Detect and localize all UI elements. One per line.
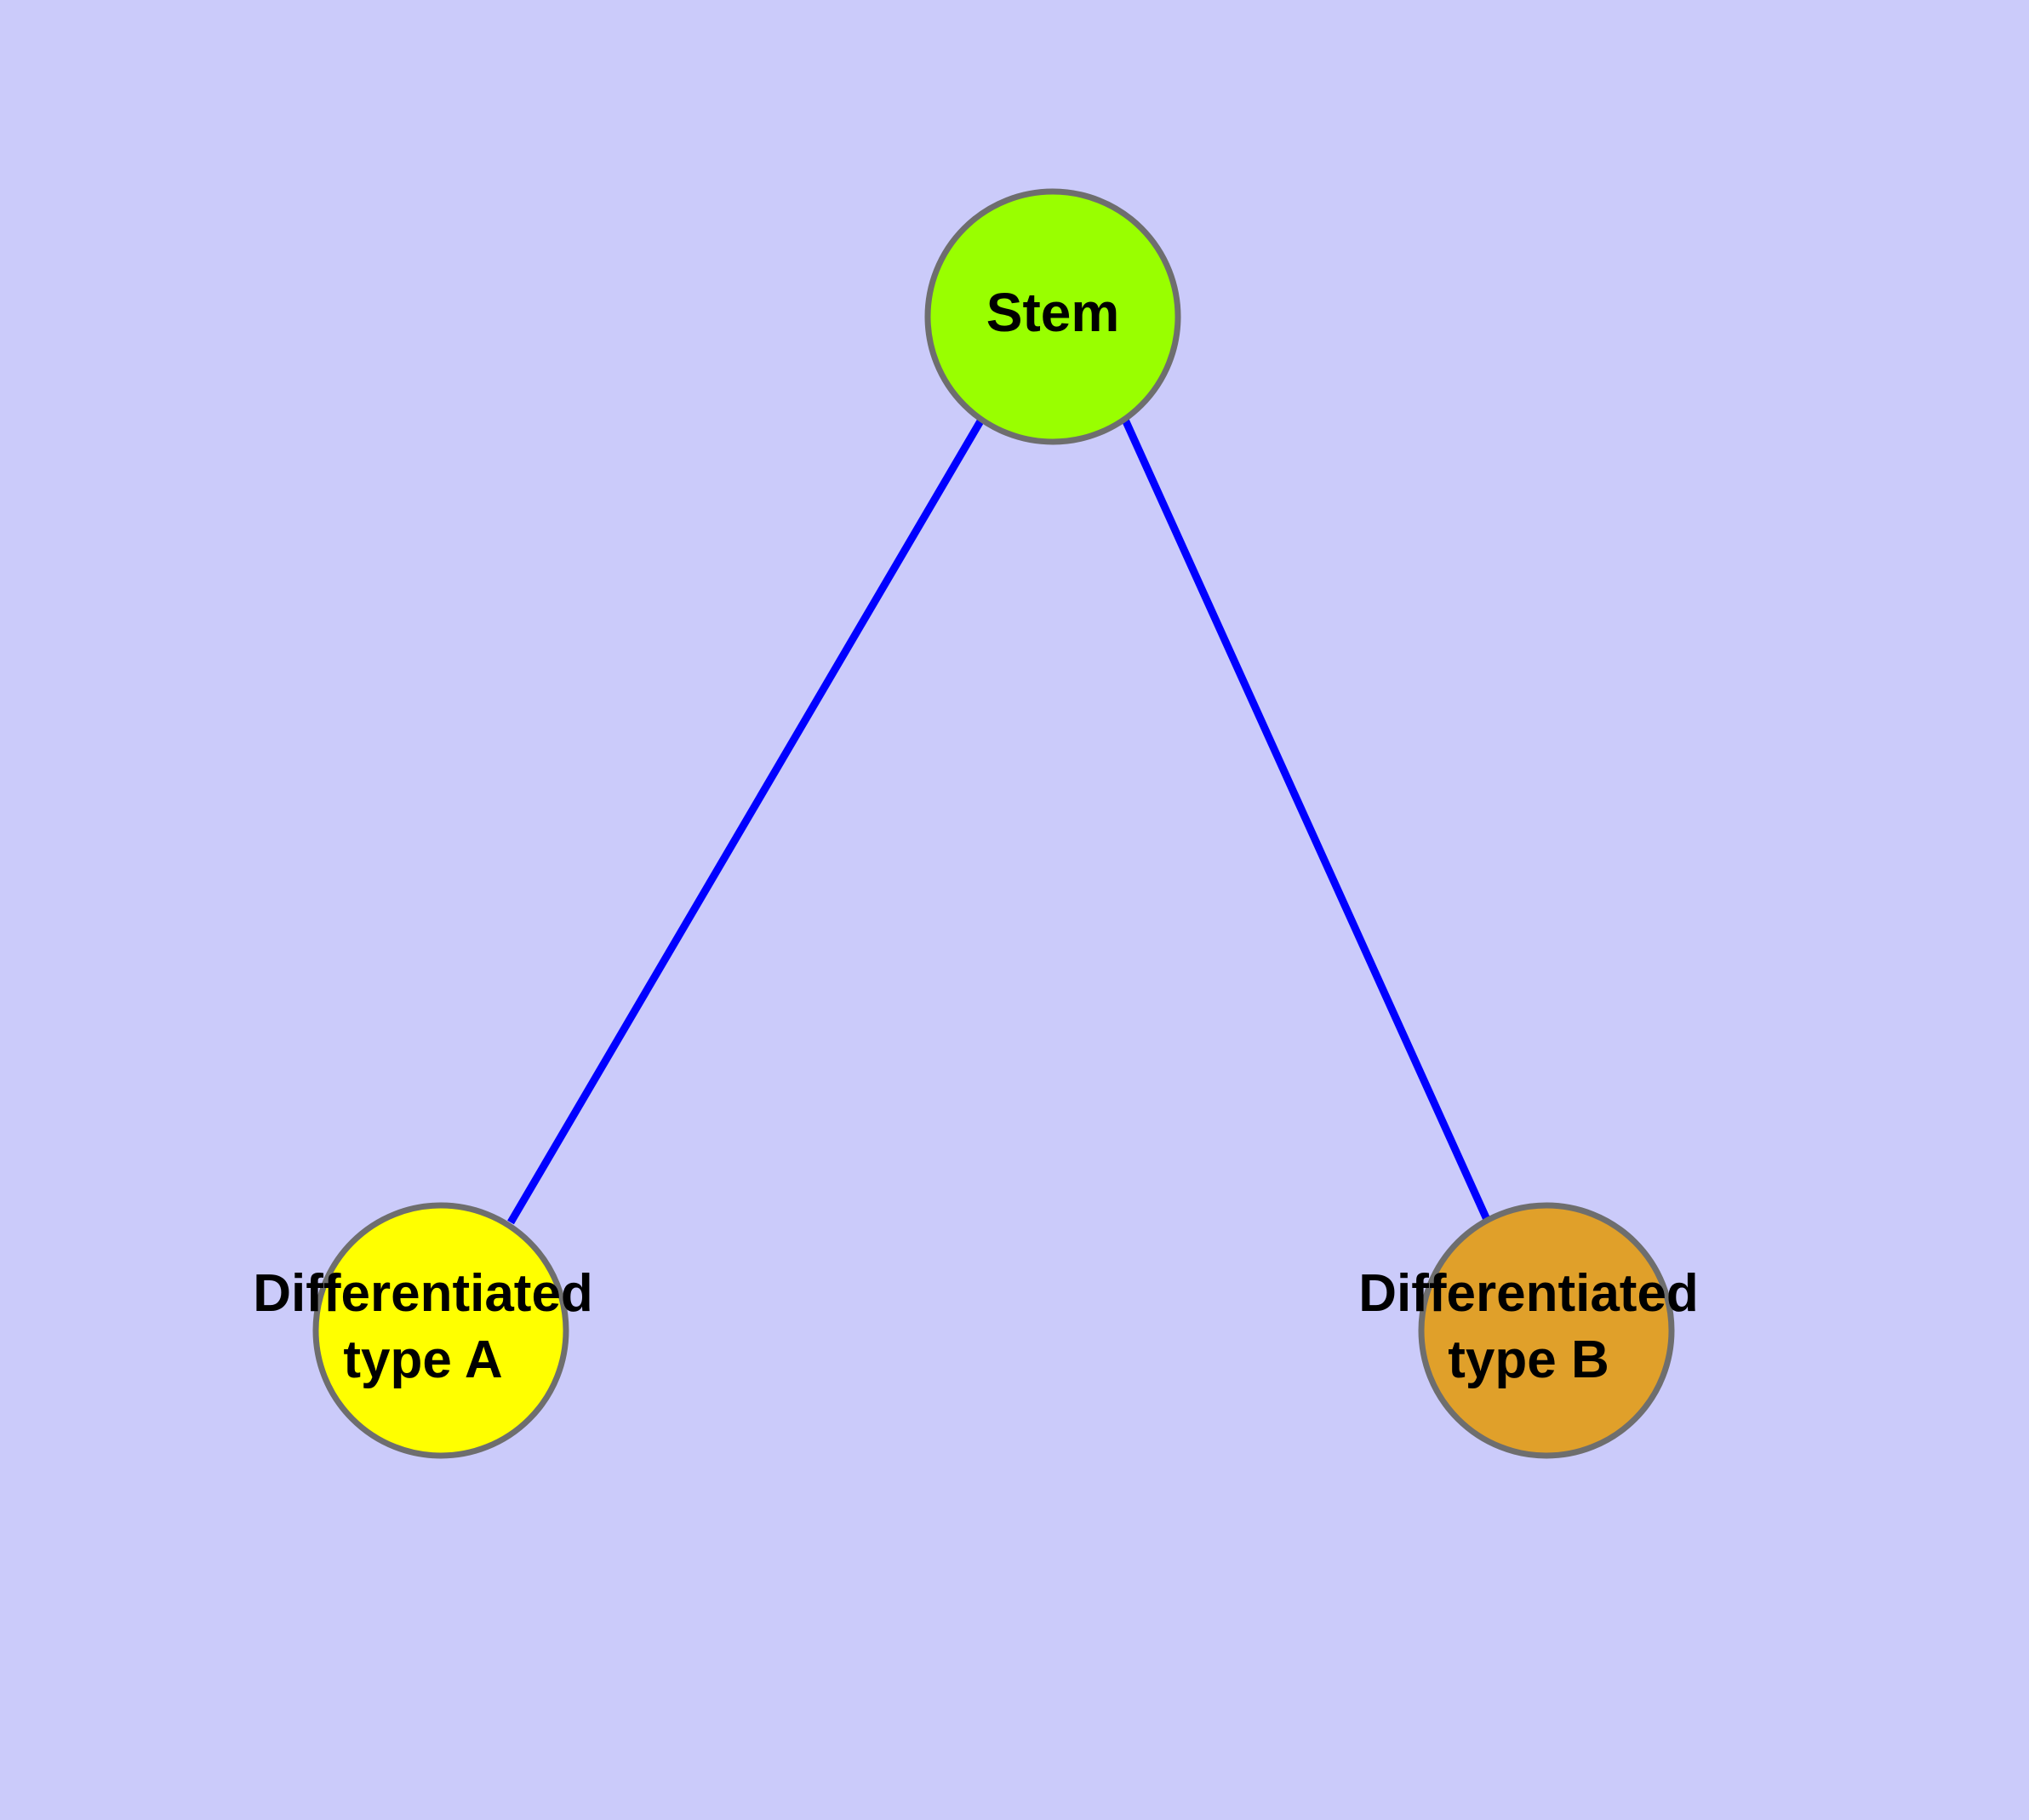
node-stem[interactable]	[924, 188, 1181, 445]
node-differentiated-type-a[interactable]	[312, 1202, 569, 1459]
node-label-differentiated-type-a: Differentiated type A	[253, 1264, 593, 1389]
node-label-line: Differentiated	[253, 1264, 593, 1323]
edge-stem-to-differentiated-type-b[interactable]	[1121, 418, 1493, 1225]
node-label-stem: Stem	[986, 282, 1120, 343]
labels-group: Stem Differentiated type A Differentiated…	[253, 282, 1699, 1389]
node-label-line: Differentiated	[1358, 1264, 1699, 1323]
node-label-line: type A	[343, 1331, 502, 1389]
node-label-differentiated-type-b: Differentiated type B	[1358, 1264, 1699, 1389]
nodes-group	[312, 188, 1675, 1459]
node-differentiated-type-b[interactable]	[1418, 1202, 1675, 1459]
node-label-line: Stem	[986, 282, 1120, 343]
edges-group	[507, 417, 1493, 1225]
node-label-line: type B	[1448, 1331, 1609, 1389]
edge-stem-to-differentiated-type-a[interactable]	[507, 417, 985, 1225]
